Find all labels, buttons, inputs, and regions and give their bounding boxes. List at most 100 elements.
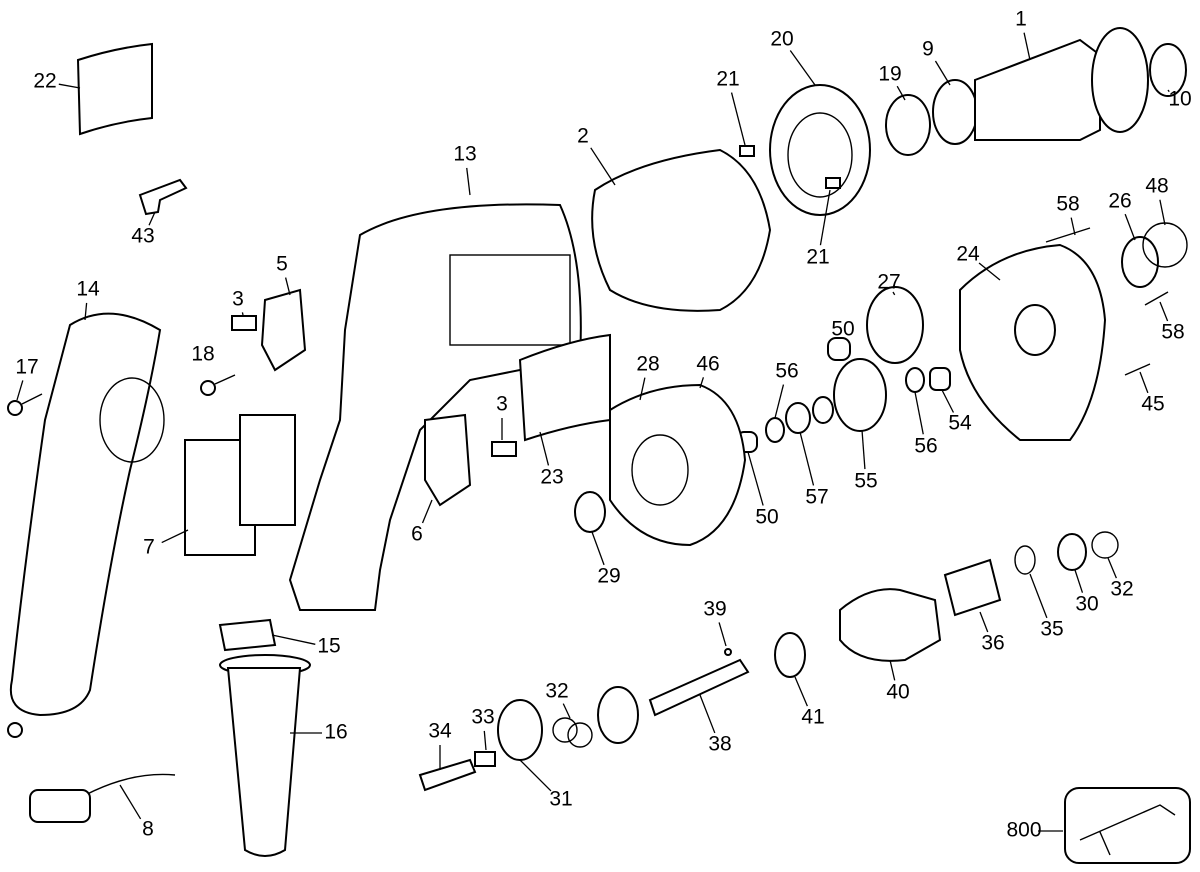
part-label-800: 800 [1006, 819, 1041, 842]
part-27-gear [866, 286, 924, 364]
screw-shank [214, 374, 236, 385]
part-800-inset-box [1064, 787, 1191, 864]
part-label-21: 21 [716, 68, 739, 91]
part-label-27: 27 [877, 271, 900, 294]
part-label-16: 16 [324, 721, 347, 744]
leader-line [539, 431, 550, 466]
part-label-13: 13 [453, 143, 476, 166]
vent-grille [99, 377, 165, 463]
part-20-brush-ring [769, 84, 871, 216]
part-label-46: 46 [696, 353, 719, 376]
part-19-washer [885, 94, 931, 156]
leader-line [978, 262, 1001, 281]
part-label-19: 19 [878, 63, 901, 86]
part-39-ball [724, 648, 732, 656]
leader-line [718, 622, 727, 647]
housing-window [449, 254, 571, 346]
leader-line [1074, 569, 1084, 593]
part-label-43: 43 [131, 225, 154, 248]
part-43-clip [138, 178, 188, 216]
part-label-55: 55 [854, 470, 877, 493]
leader-line [161, 529, 189, 544]
leader-line [58, 83, 81, 89]
part-label-48: 48 [1145, 175, 1168, 198]
part-label-56: 56 [914, 435, 937, 458]
leader-line [271, 634, 316, 645]
part-7-switch-body [239, 414, 296, 526]
part-32-ring [552, 717, 578, 743]
leader-line [483, 730, 487, 751]
part-21-pin [825, 177, 841, 189]
leader-line [934, 60, 951, 86]
part-54-bearing [929, 367, 951, 391]
part-45-screw [1124, 363, 1151, 376]
leader-line [421, 499, 433, 524]
leader-line [241, 312, 244, 316]
part-label-29: 29 [597, 565, 620, 588]
part-label-2: 2 [577, 125, 589, 148]
part-6-brush-holder [424, 413, 472, 507]
part-label-24: 24 [956, 243, 980, 266]
part-56-washer [905, 367, 925, 393]
screw [7, 722, 23, 738]
leader-line [519, 759, 552, 792]
part-18-screw [200, 380, 216, 396]
part-label-45: 45 [1141, 393, 1164, 416]
leader-line [1029, 573, 1048, 619]
gear-case-boss [1014, 304, 1056, 356]
part-30-washer [1057, 533, 1087, 571]
plate-bore [631, 434, 689, 506]
leader-lines [16, 32, 1170, 832]
part-label-8: 8 [142, 818, 154, 841]
part-13-housing [288, 203, 582, 611]
leader-line [1023, 32, 1031, 61]
leader-line [699, 377, 705, 389]
leader-line [466, 167, 471, 196]
part-22-label [76, 42, 153, 136]
part-label-6: 6 [411, 523, 423, 546]
part-label-58: 58 [1161, 321, 1184, 344]
leader-line [591, 531, 605, 566]
part-36-clutch-sleeve [943, 558, 1002, 617]
part-800-tool [1079, 804, 1176, 856]
leader-line [119, 784, 142, 820]
part-35-spring [1014, 545, 1036, 575]
part-label-28: 28 [636, 353, 659, 376]
leader-line [1159, 199, 1166, 226]
leader-line [639, 377, 646, 401]
leader-line [889, 659, 896, 681]
leader-line [590, 147, 616, 186]
part-56-washer [812, 396, 834, 424]
part-label-18: 18 [191, 343, 214, 366]
part-label-3: 3 [496, 393, 508, 416]
leader-line [789, 50, 816, 86]
leader-line [1107, 557, 1117, 579]
part-label-58: 58 [1056, 193, 1079, 216]
part-label-32: 32 [545, 680, 568, 703]
leader-line [914, 391, 924, 435]
part-label-1: 1 [1015, 8, 1027, 31]
leader-line [979, 611, 989, 633]
part-58-screw [1045, 227, 1091, 243]
leader-line [730, 92, 746, 146]
leader-line [774, 384, 785, 419]
part-31-clutch [597, 686, 639, 744]
part-9-bearing [932, 79, 978, 145]
leader-line [1070, 217, 1076, 236]
part-drawings [7, 27, 1191, 864]
part-label-50: 50 [755, 506, 778, 529]
part-15-clamp [218, 618, 277, 652]
part-label-9: 9 [922, 38, 934, 61]
part-label-22: 22 [33, 70, 56, 93]
part-33-pin [474, 751, 496, 767]
part-26-bearing [1121, 236, 1159, 288]
part-57-washer [785, 402, 811, 434]
part-55-gear [833, 358, 887, 432]
part-28-bearing-plate [609, 383, 747, 547]
part-2-field [591, 148, 772, 312]
leader-line [699, 694, 716, 734]
part-label-15: 15 [317, 635, 340, 658]
